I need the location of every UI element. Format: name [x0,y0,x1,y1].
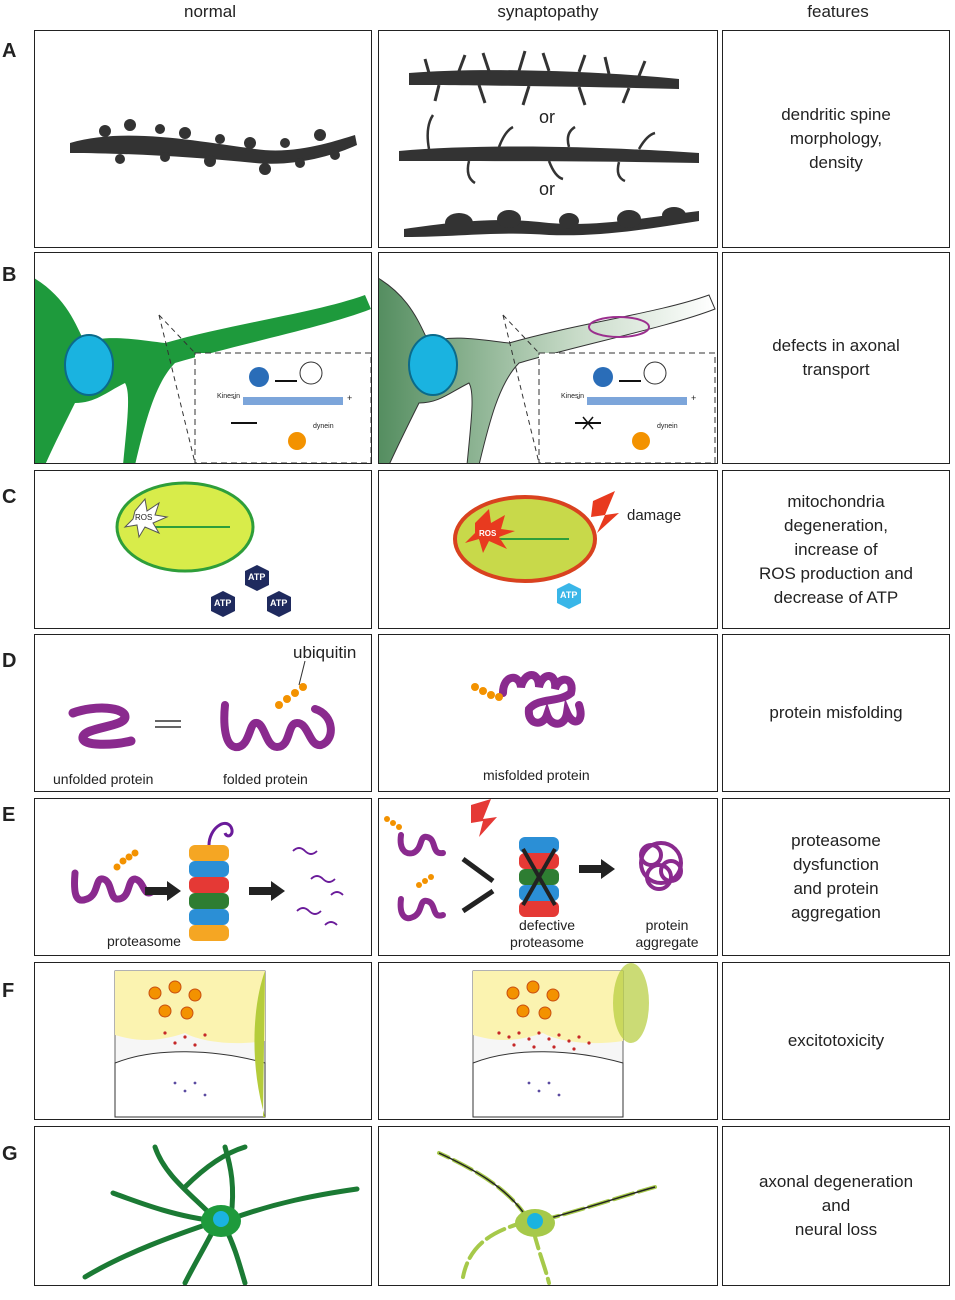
kinesin-label-synaptopathy: Kinesin [561,393,584,400]
feature-panel-a: dendritic spine morphology, density [722,30,950,248]
atp-label-normal-3: ATP [270,598,288,608]
panel-e-normal: proteasome [34,798,372,956]
row-label-d: D [2,650,17,672]
row-label-b: B [2,264,17,286]
dynein-label-synaptopathy: dynein [657,423,678,430]
feature-panel-b: defects in axonal transport [722,252,950,464]
row-label-c: C [2,486,17,508]
panel-a-synaptopathy: or or [378,30,718,248]
normal-dendrite-illustration [70,119,357,175]
or-label-1: or [539,107,556,127]
unfolded-protein-label: unfolded protein [53,771,154,787]
defective-proteasome-illustration [384,799,683,922]
column-header-synaptopathy: synaptopathy [497,2,599,21]
proteasome-label: proteasome [107,933,181,949]
synaptopathy-neuron-axon-illustration [379,278,716,463]
panel-b-normal: Kinesin dynein - + [34,252,372,464]
panel-f-normal [34,962,372,1120]
row-label-f: F [2,980,15,1002]
panel-b-synaptopathy: Kinesin dynein - + [378,252,718,464]
minus-end-label-normal: - [233,393,236,403]
atp-label-synaptopathy: ATP [560,590,578,600]
feature-panel-g: axonal degeneration and neural loss [722,1126,950,1286]
normal-synapse-illustration [114,970,266,1118]
feature-panel-d: protein misfolding [722,634,950,792]
row-label-g: G [2,1143,18,1165]
damage-label: damage [627,507,682,524]
atp-hexagons-normal [211,565,291,617]
minus-end-label-synaptopathy: - [577,393,580,403]
ros-label-normal: ROS [135,513,153,522]
protein-folding-illustration [68,660,335,752]
feature-panel-e: proteasome dysfunction and protein aggre… [722,798,950,956]
plus-end-label-normal: + [347,393,353,403]
panel-d-normal: ubiquitin unfolded protein folded protei… [34,634,372,792]
misfolded-protein-illustration [471,671,585,728]
panel-g-normal [34,1126,372,1286]
feature-panel-c: mitochondria degeneration, increase of R… [722,470,950,629]
panel-a-normal [34,30,372,248]
dynein-label-normal: dynein [313,423,334,430]
column-header-normal: normal [184,2,236,21]
row-label-e: E [2,804,16,826]
ros-label-synaptopathy: ROS [479,529,497,538]
row-label-a: A [2,40,17,62]
normal-neuron-illustration [82,1144,360,1285]
misfolded-protein-label: misfolded protein [483,767,590,783]
panel-c-synaptopathy: ROS damage ATP [378,470,718,629]
degenerating-neuron-illustration [437,1151,657,1285]
panel-d-synaptopathy: misfolded protein [378,634,718,792]
normal-mitochondrion-illustration [115,481,291,617]
ubiquitin-label: ubiquitin [293,643,357,662]
panel-f-synaptopathy [378,962,718,1120]
protein-aggregate-label: protein aggregate [635,917,699,950]
defective-proteasome-label: defective proteasome [510,917,584,950]
atp-label-normal-2: ATP [214,598,232,608]
or-label-2: or [539,179,556,199]
panel-c-normal: ROS ATP ATP ATP [34,470,372,629]
panel-g-synaptopathy [378,1126,718,1286]
proteasome-degradation-illustration [71,821,344,941]
kinesin-label-normal: Kinesin [217,393,240,400]
column-header-features: features [807,2,869,21]
plus-end-label-synaptopathy: + [691,393,697,403]
folded-protein-label: folded protein [223,771,308,787]
excitotoxic-synapse-illustration [472,963,649,1118]
panel-e-synaptopathy: defective proteasome protein aggregate [378,798,718,956]
synaptopathy-dendrites-illustration [399,50,699,237]
normal-neuron-axon-illustration [35,278,371,463]
feature-panel-f: excitotoxicity [722,962,950,1120]
synaptopathy-mitochondrion-illustration [453,491,619,609]
atp-label-normal-1: ATP [248,572,266,582]
